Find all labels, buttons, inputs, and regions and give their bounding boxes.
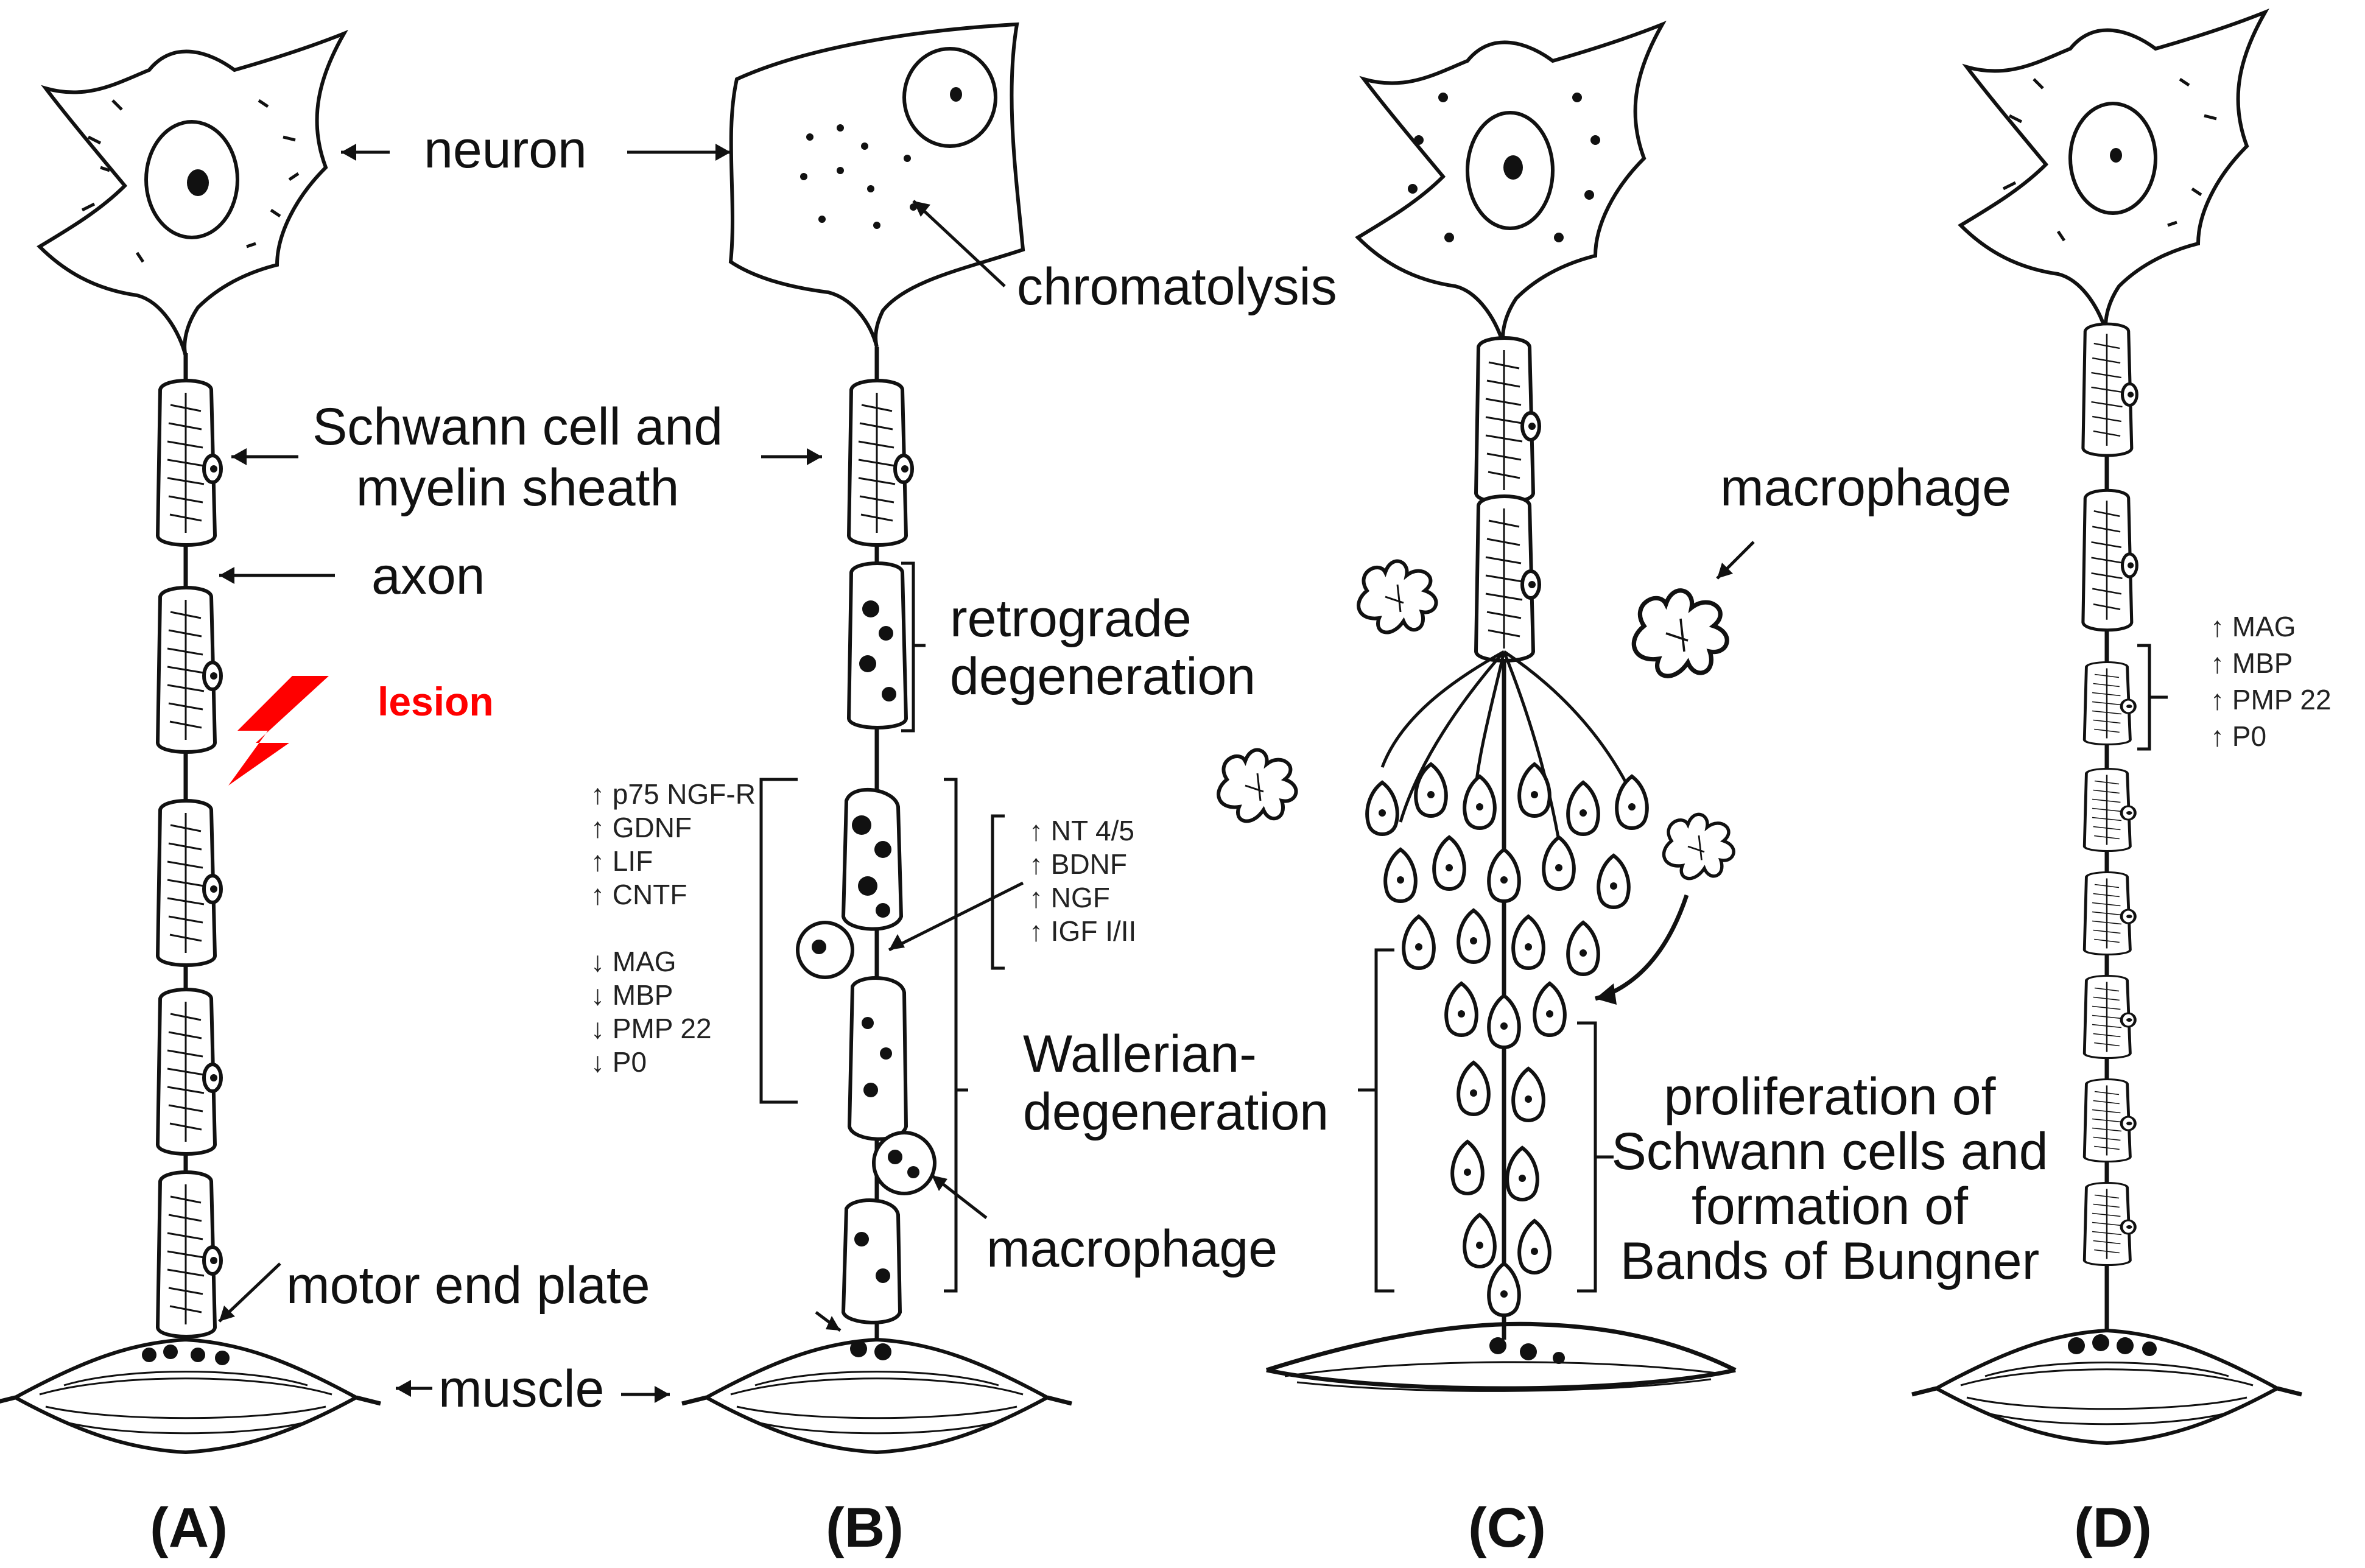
label-wallerian-1: Wallerian- [1023,1025,1257,1083]
macrophage-path-arrow [1595,894,1689,1001]
label-macrophage-c: macrophage [1720,459,2011,517]
label-motor-end-plate: motor end plate [286,1256,650,1315]
panel-b [682,22,1072,1452]
wallerian-fragments-b [796,787,937,1324]
marker-text: ↑ p75 NGF-R [591,778,756,810]
panel-a [0,33,381,1452]
label-retrograde-2: degeneration [950,647,1256,706]
marker-text: ↑ BDNF [1029,848,1127,880]
panel-label-c: (C) [1468,1497,1546,1559]
marker-text: ↓ P0 [591,1046,647,1078]
marker-text: ↑ GDNF [591,812,692,843]
schwann-c-2 [1476,496,1539,661]
label-macrophage-b: macrophage [986,1220,1277,1278]
marker-text: ↑ MAG [2210,611,2296,642]
muscle-b [682,1340,1072,1452]
marker-text: ↓ MAG [591,946,676,977]
label-proliferation-1: proliferation of [1664,1067,1997,1126]
markers-d: ↑ MAG ↑ MBP ↑ PMP 22 ↑ P0 [2210,611,2332,752]
remyelinated-schwann-cells-d [2083,324,2137,1265]
panel-label-a: (A) [150,1497,228,1559]
label-wallerian-2: degeneration [1023,1083,1329,1141]
proliferating-schwann-cells-c [1367,764,1647,1315]
schwann-intact-b [849,381,912,545]
panel-d [1912,12,2302,1443]
label-retrograde-1: retrograde [950,589,1192,648]
lesion-bolt-icon [228,676,329,786]
label-neuron: neuron [424,121,587,179]
text-labels: neuron chromatolysis Schwann cell and my… [150,121,2331,1559]
marker-text: ↑ NT 4/5 [1029,815,1134,846]
muscle-d [1912,1331,2302,1443]
annotation-lines [218,144,2168,1403]
neuron-c [1358,24,1662,347]
panel-label-d: (D) [2074,1497,2152,1559]
marker-text: ↑ P0 [2210,720,2266,752]
marker-text: ↑ NGF [1029,882,1110,913]
label-proliferation-2: Schwann cells and [1611,1122,2048,1181]
marker-text: ↓ PMP 22 [591,1013,712,1044]
marker-text: ↑ IGF I/II [1029,915,1136,947]
label-muscle: muscle [438,1360,604,1418]
neuron-d [1961,12,2265,335]
marker-text: ↓ MBP [591,979,673,1011]
label-schwann-2: myelin sheath [356,459,680,517]
label-chromatolysis: chromatolysis [1017,258,1337,316]
panel-label-b: (B) [826,1497,904,1559]
muscle-c [1265,1321,1737,1392]
schwann-cells-a [158,381,221,1337]
marker-text: ↑ LIF [591,845,653,877]
marker-text: ↑ PMP 22 [2210,684,2332,715]
retro-schwann-b [846,561,908,730]
panel-c [1218,24,1737,1392]
sprouting-axons-c [1380,650,1646,841]
marker-text: ↑ CNTF [591,879,687,910]
label-proliferation-4: Bands of Bungner [1620,1232,2040,1290]
schwann-c-1 [1476,338,1539,502]
neuron-a [40,33,344,356]
label-axon: axon [371,547,485,605]
markers-b-left: ↑ p75 NGF-R ↑ GDNF ↑ LIF ↑ CNTF ↓ MAG ↓ … [591,778,756,1078]
marker-text: ↑ MBP [2210,647,2293,679]
markers-b-right: ↑ NT 4/5 ↑ BDNF ↑ NGF ↑ IGF I/II [1029,815,1136,947]
label-schwann-1: Schwann cell and [312,398,723,456]
label-proliferation-3: formation of [1692,1177,1969,1236]
neuron-b [728,22,1025,348]
arrowhead [1595,983,1617,1005]
label-lesion: lesion [378,679,494,724]
muscle-a [0,1340,381,1452]
